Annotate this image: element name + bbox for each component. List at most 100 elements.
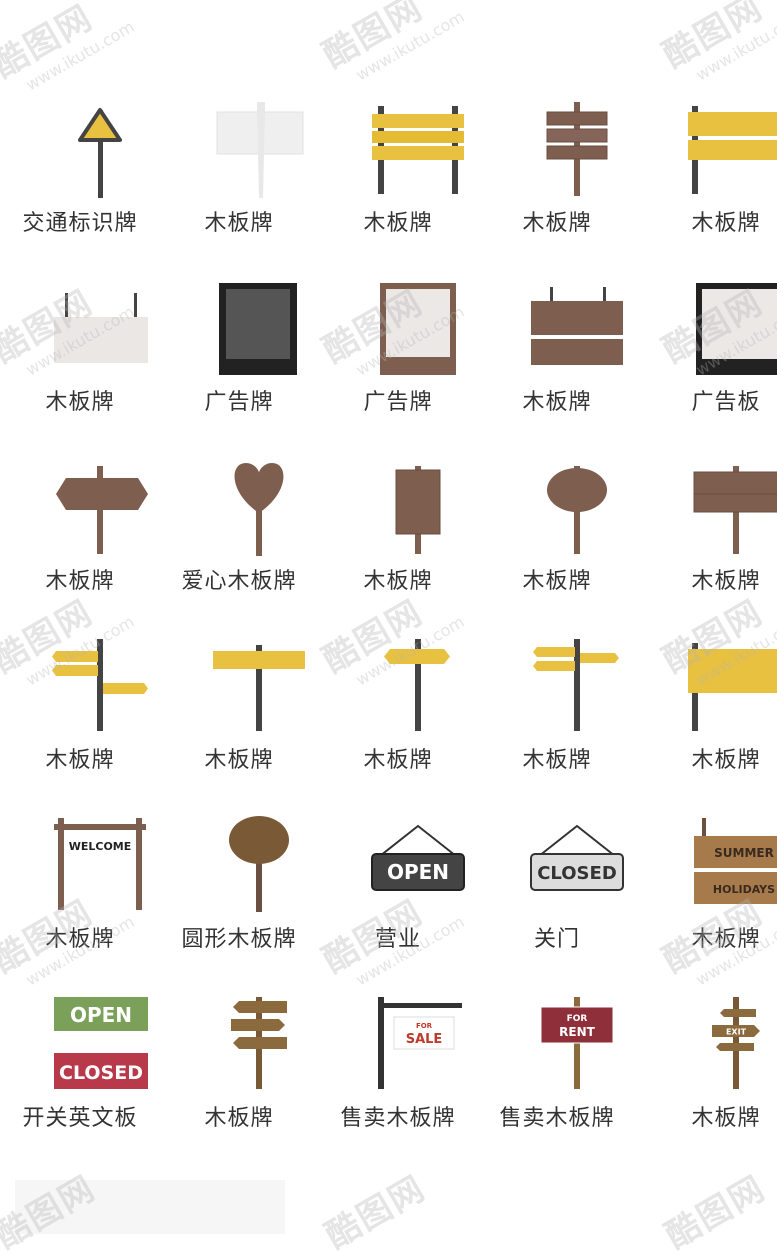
for-rent-main-text: RENT: [559, 1025, 595, 1039]
icon-cell[interactable]: OPEN 营业: [338, 716, 496, 952]
icon-cell[interactable]: 木板牌: [20, 358, 178, 594]
icon-cell[interactable]: 木板牌: [20, 179, 178, 415]
open-closed-boards-icon: OPEN CLOSED: [54, 997, 148, 1089]
icon-label: 木板牌: [522, 211, 592, 236]
t-board-sign-icon: [213, 645, 305, 731]
icon-label: 广告牌: [204, 390, 274, 415]
icon-cell[interactable]: 木板牌: [338, 358, 496, 594]
round-post-sign-icon: [229, 816, 289, 912]
yellow-panel-sign-icon: [688, 643, 777, 731]
icon-label: 爱心木板牌: [181, 569, 297, 594]
icon-cell[interactable]: 广告牌: [179, 179, 337, 415]
icon-label: 木板牌: [45, 927, 115, 952]
multi-arrow-wood-sign-icon: [231, 997, 287, 1089]
hexagon-wood-sign-icon: [56, 466, 148, 554]
yellow-board-sign-icon: [688, 106, 777, 194]
black-frame-ad-board-icon: [696, 283, 777, 375]
wood-plank-sign-icon: [546, 102, 608, 196]
icon-cell[interactable]: 木板牌: [497, 537, 655, 773]
open-hanging-sign-icon: OPEN: [371, 824, 465, 891]
for-sale-main-text: SALE: [406, 1032, 443, 1047]
for-rent-top-text: FOR: [567, 1014, 588, 1024]
closed-text: CLOSED: [59, 1062, 143, 1084]
icon-label: 木板牌: [691, 927, 761, 952]
open-text: OPEN: [387, 860, 449, 884]
icon-cell[interactable]: OPEN CLOSED 开关英文板: [20, 895, 178, 1131]
direction-arrows-sign-icon: [52, 639, 148, 731]
icon-label: 木板牌: [204, 211, 274, 236]
icon-label: 木板牌: [691, 748, 761, 773]
icon-cell[interactable]: 木板牌: [179, 895, 337, 1131]
icon-cell[interactable]: 木板牌: [338, 0, 496, 236]
icon-label: 关门: [533, 927, 580, 952]
icon-label: 木板牌: [522, 748, 592, 773]
icon-label: 木板牌: [45, 390, 115, 415]
icon-cell[interactable]: 交通标识牌: [20, 0, 178, 236]
icon-cell[interactable]: 木板牌: [656, 0, 777, 236]
icon-cell[interactable]: WELCOME 木板牌: [20, 716, 178, 952]
icon-cell[interactable]: 木板牌: [179, 537, 337, 773]
open-text: OPEN: [70, 1003, 132, 1027]
icon-cell[interactable]: 爱心木板牌: [179, 358, 337, 594]
icon-cell[interactable]: SUMMER HOLIDAYS 木板牌: [656, 716, 777, 952]
blackboard-ad-sign-icon: [219, 283, 297, 375]
icon-label: 木板牌: [204, 1106, 274, 1131]
icon-cell[interactable]: 木板牌: [497, 0, 655, 236]
icon-label: 木板牌: [363, 748, 433, 773]
welcome-frame-sign-icon: WELCOME: [54, 818, 146, 910]
icon-cell[interactable]: FOR SALE 售卖木板牌: [338, 895, 496, 1131]
icon-cell[interactable]: EXIT 木板牌: [656, 895, 777, 1131]
single-arrow-sign-icon: [384, 639, 450, 731]
icon-cell[interactable]: 广告牌: [338, 179, 496, 415]
wide-wood-sign-icon: [693, 466, 777, 554]
icon-label: 木板牌: [45, 569, 115, 594]
for-sale-sign-icon: FOR SALE: [378, 997, 462, 1089]
icon-cell[interactable]: 木板牌: [497, 179, 655, 415]
icon-cell[interactable]: 木板牌: [179, 0, 337, 236]
holidays-text: HOLIDAYS: [713, 883, 775, 896]
summer-text: SUMMER: [714, 846, 774, 860]
icon-cell[interactable]: 广告板: [656, 179, 777, 415]
icon-label: 木板牌: [691, 211, 761, 236]
closed-hanging-sign-icon: CLOSED: [530, 824, 624, 891]
traffic-sign-icon: [78, 108, 122, 198]
round-wood-sign-icon: [547, 466, 607, 554]
icon-cell[interactable]: 木板牌: [497, 358, 655, 594]
icon-label: 广告牌: [363, 390, 433, 415]
icon-label: 木板牌: [363, 211, 433, 236]
icon-label: 圆形木板牌: [181, 927, 297, 952]
icon-label: 营业: [374, 927, 421, 952]
for-sale-top-text: FOR: [416, 1022, 433, 1030]
icon-cell[interactable]: CLOSED 关门: [497, 716, 655, 952]
icon-label: 交通标识牌: [22, 211, 138, 236]
welcome-text: WELCOME: [69, 840, 132, 853]
icon-label: 开关英文板: [22, 1106, 138, 1131]
yellow-bench-sign-icon: [372, 106, 464, 194]
icon-cell[interactable]: 木板牌: [656, 537, 777, 773]
icon-label: 木板牌: [522, 569, 592, 594]
icon-cell[interactable]: 木板牌: [20, 537, 178, 773]
icon-label: 广告板: [691, 390, 761, 415]
icon-label: 售卖木板牌: [340, 1106, 456, 1131]
icon-label: 木板牌: [691, 569, 761, 594]
icon-label: 木板牌: [691, 1106, 761, 1131]
hanging-white-sign-icon: [54, 293, 148, 363]
icon-label: 木板牌: [45, 748, 115, 773]
icon-cell[interactable]: FOR RENT 售卖木板牌: [497, 895, 655, 1131]
icon-cell[interactable]: 木板牌: [338, 537, 496, 773]
closed-text: CLOSED: [537, 863, 617, 884]
for-rent-sign-icon: FOR RENT: [540, 997, 614, 1089]
icon-cell[interactable]: 圆形木板牌: [179, 716, 337, 952]
summer-holidays-sign-icon: SUMMER HOLIDAYS: [694, 818, 777, 904]
bottom-placeholder-bar: [15, 1180, 285, 1234]
exit-text: EXIT: [726, 1028, 747, 1037]
exit-arrow-sign-icon: EXIT: [712, 997, 760, 1089]
white-board-sign-icon: [216, 102, 304, 198]
heart-wood-sign-icon: [234, 463, 284, 556]
icon-label: 木板牌: [522, 390, 592, 415]
wood-frame-ad-sign-icon: [380, 283, 456, 375]
icon-cell[interactable]: 木板牌: [656, 358, 777, 594]
two-arrows-sign-icon: [533, 639, 619, 731]
icon-label: 售卖木板牌: [499, 1106, 615, 1131]
